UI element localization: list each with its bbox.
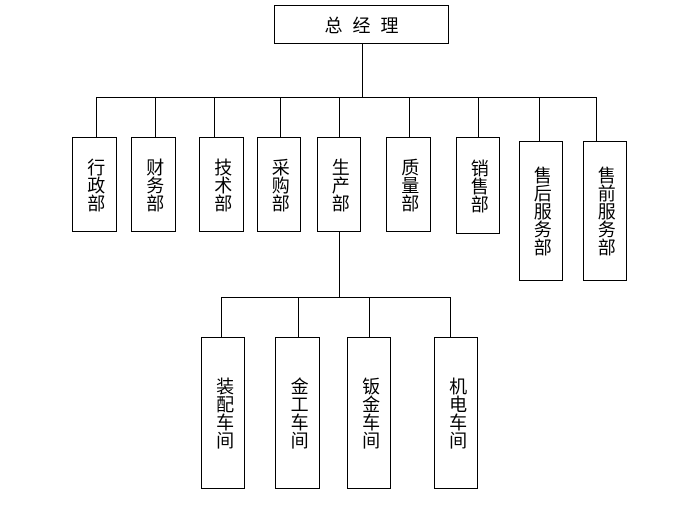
connector-line [214, 97, 215, 137]
workshop-label: 机电车间 [446, 377, 468, 449]
connector-line [96, 97, 97, 137]
connector-line [221, 297, 451, 298]
connector-line [450, 297, 451, 337]
connector-line [478, 97, 479, 137]
dept-label: 质量部 [398, 157, 420, 212]
dept-node-tech: 技术部 [199, 137, 244, 232]
workshop-node-sheet-metal: 钣金车间 [347, 337, 391, 489]
connector-line [362, 43, 363, 98]
workshop-node-metalwork: 金工车间 [275, 337, 320, 489]
connector-line [369, 297, 370, 337]
connector-line [298, 297, 299, 337]
connector-line [339, 232, 340, 297]
dept-node-after-sales: 售后服务部 [519, 141, 563, 281]
connector-line [221, 297, 222, 337]
dept-label: 财务部 [143, 157, 165, 212]
dept-node-purchasing: 采购部 [257, 137, 301, 232]
workshop-label: 金工车间 [287, 377, 309, 449]
dept-label: 售后服务部 [530, 166, 552, 256]
dept-node-sales: 销售部 [456, 137, 500, 234]
workshop-node-electromechanical: 机电车间 [434, 337, 478, 489]
connector-line [409, 97, 410, 137]
dept-label: 生产部 [328, 157, 350, 212]
dept-label: 行政部 [84, 157, 106, 212]
dept-node-quality: 质量部 [386, 137, 431, 232]
connector-line [155, 97, 156, 137]
connector-line [96, 97, 597, 98]
connector-line [596, 97, 597, 141]
dept-node-admin: 行政部 [72, 137, 117, 232]
connector-line [539, 97, 540, 141]
workshop-label: 钣金车间 [359, 377, 381, 449]
connector-line [280, 97, 281, 137]
dept-node-finance: 财务部 [131, 137, 176, 232]
dept-label: 销售部 [467, 158, 489, 213]
root-label: 总经理 [324, 15, 409, 37]
connector-line [339, 97, 340, 137]
dept-node-pre-sales: 售前服务部 [583, 141, 627, 281]
dept-label: 采购部 [268, 157, 290, 212]
dept-node-production: 生产部 [317, 137, 361, 232]
dept-label: 售前服务部 [594, 166, 616, 256]
dept-label: 技术部 [211, 157, 233, 212]
workshop-node-assembly: 装配车间 [201, 337, 245, 489]
root-node: 总经理 [274, 5, 449, 44]
workshop-label: 装配车间 [213, 377, 235, 449]
